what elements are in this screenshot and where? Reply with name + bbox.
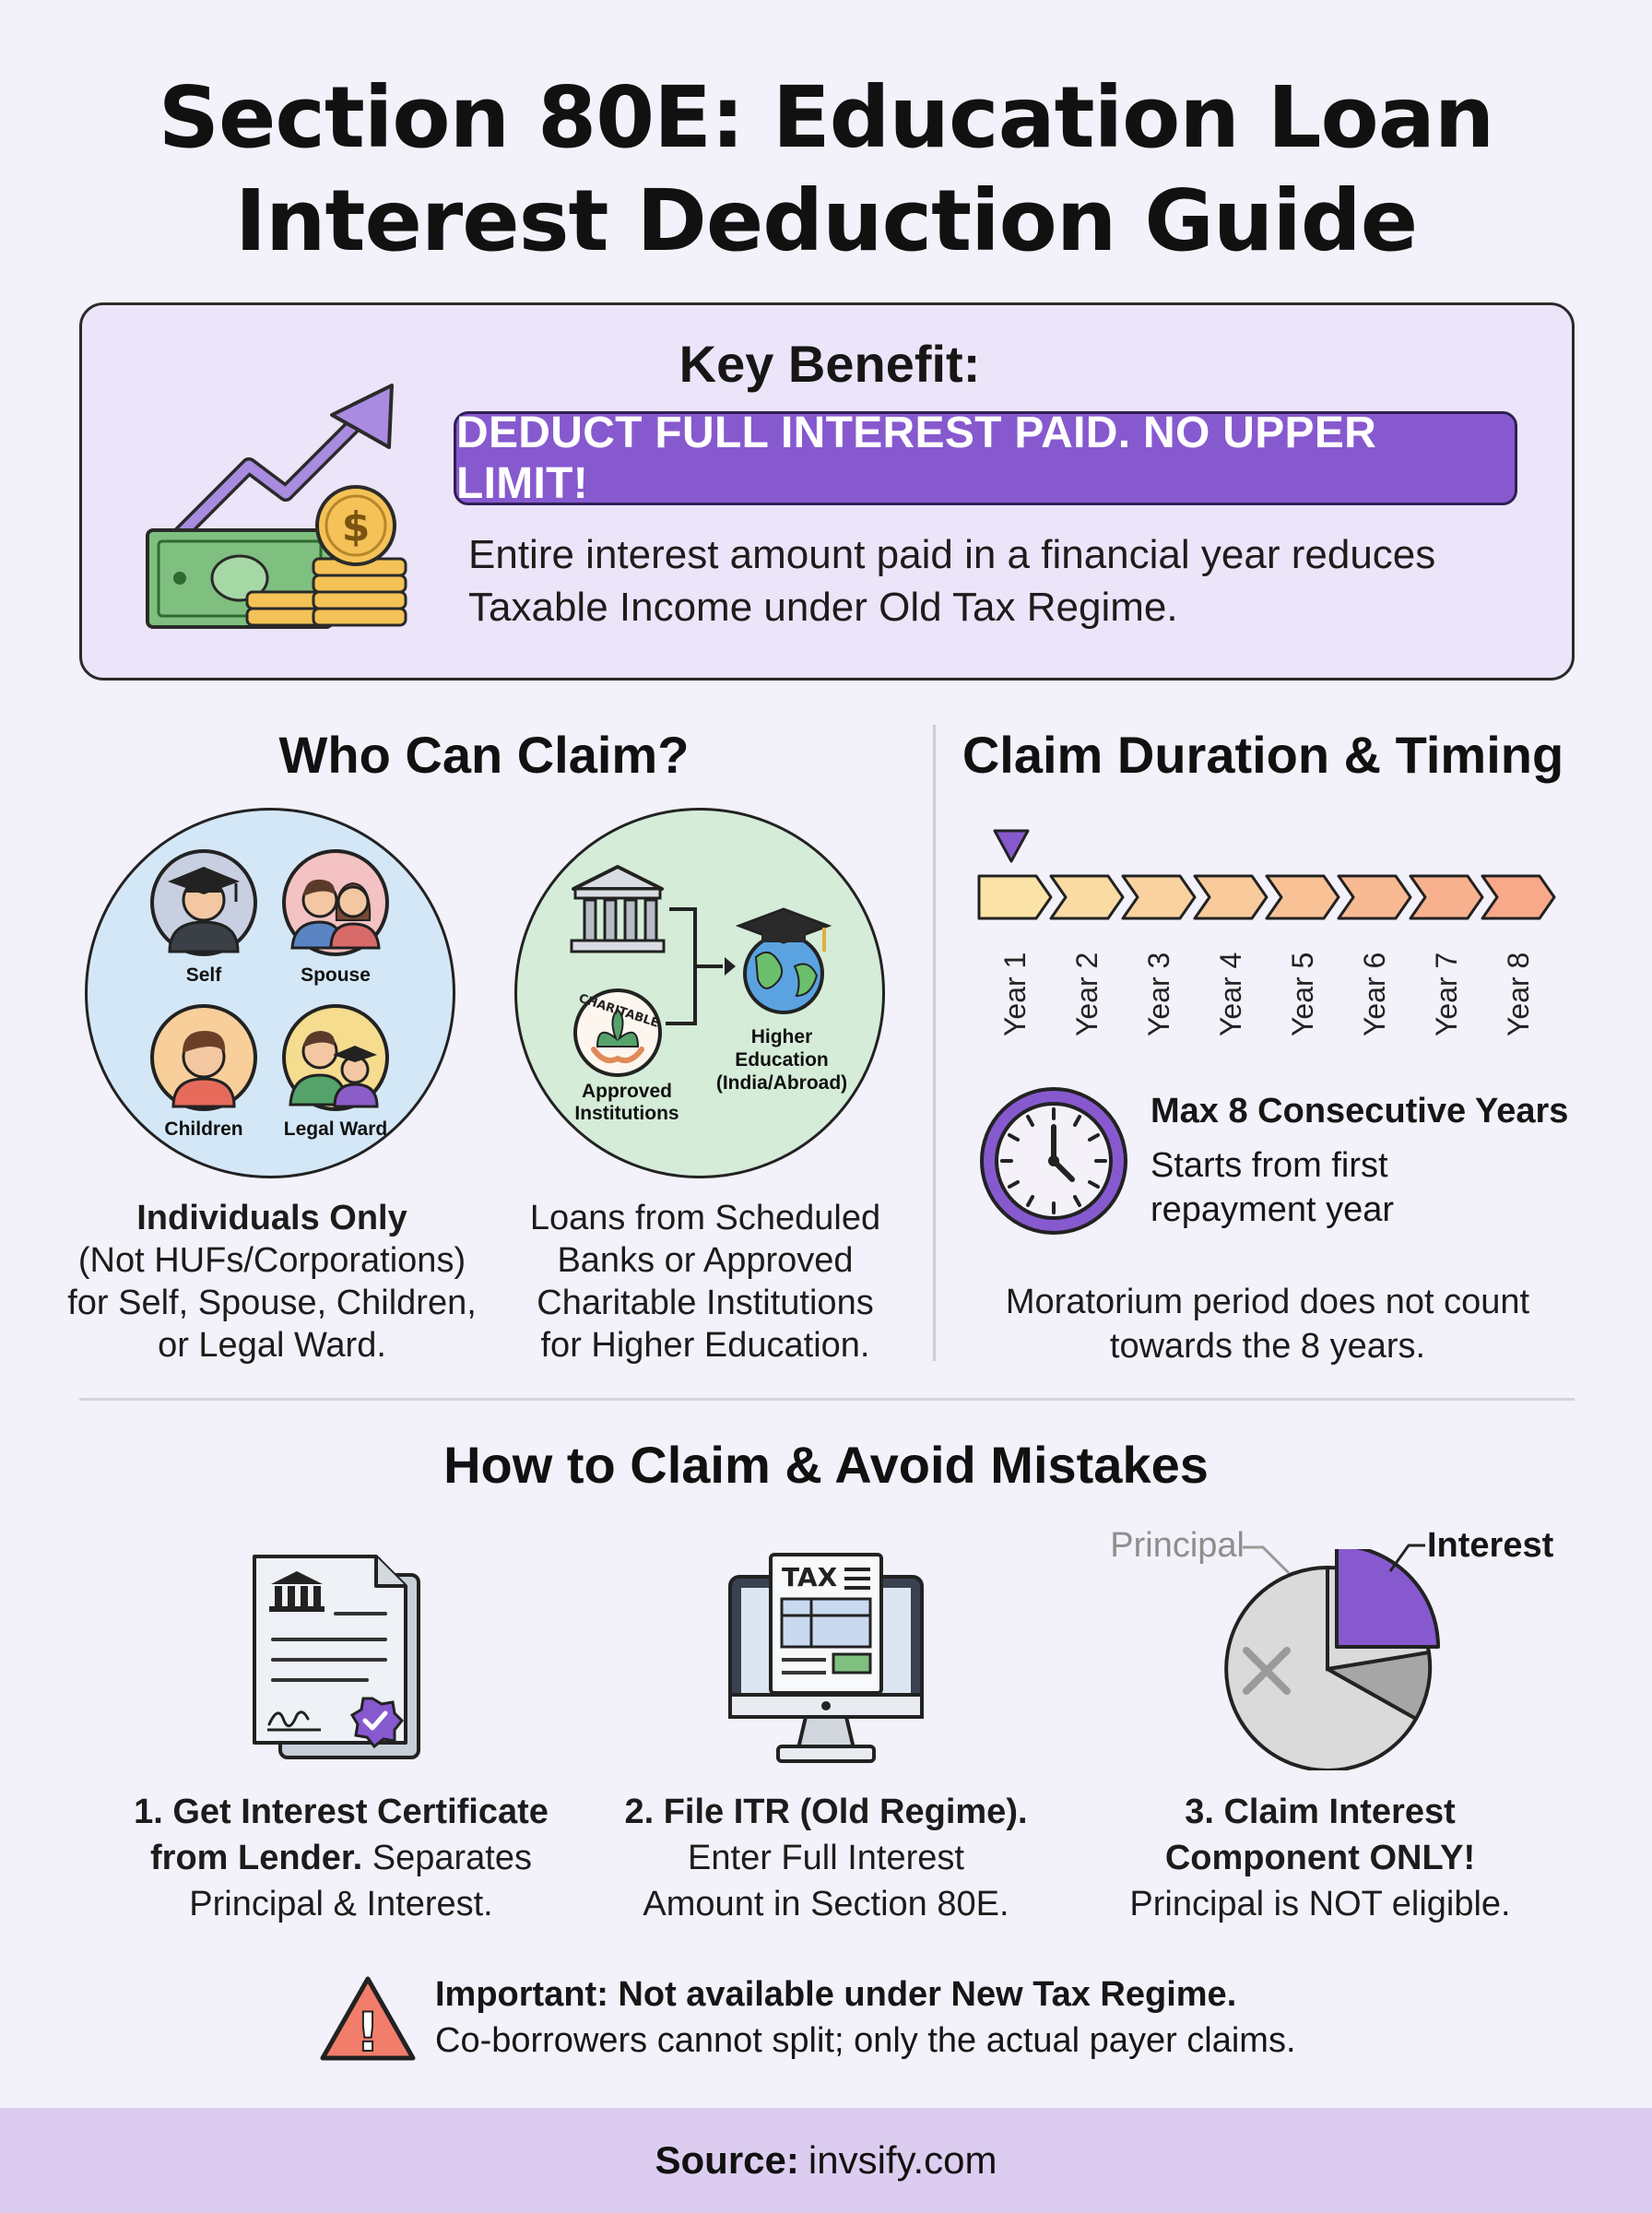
tax-form-label: TAX — [782, 1562, 838, 1592]
warning-symbol: ! — [356, 2001, 380, 2064]
how-to-claim-heading: How to Claim & Avoid Mistakes — [443, 1436, 1209, 1494]
moratorium-line1: Moratorium period does not count — [1005, 1283, 1530, 1321]
timeline-year-label-3: Year 3 — [1142, 952, 1175, 1036]
spouse-avatar-icon — [282, 849, 389, 956]
page-title-line2: Interest Deduction Guide — [234, 172, 1418, 270]
higher-label-line1: Higher — [750, 1026, 813, 1047]
step-1-text: 1. Get Interest Certificate from Lender.… — [92, 1789, 590, 1927]
starts-from-text: Starts from first repayment year — [1150, 1143, 1575, 1232]
step-2-bold-line1: 2. File ITR (Old Regime). — [624, 1793, 1028, 1831]
step-3-bold-line2: Component ONLY! — [1164, 1839, 1476, 1877]
loans-line3: Charitable Institutions — [537, 1284, 874, 1322]
claim-duration-heading: Claim Duration & Timing — [962, 726, 1564, 784]
higher-education-label: Higher Education (India/Abroad) — [708, 1025, 856, 1095]
starts-line1: Starts from first — [1150, 1146, 1388, 1185]
key-benefit-text-line1: Entire interest amount paid in a financi… — [468, 532, 1436, 577]
source-label: Source: — [655, 2138, 799, 2182]
interest-certificate-icon — [253, 1555, 420, 1759]
individuals-line1: Individuals Only — [136, 1199, 407, 1237]
loans-line1: Loans from Scheduled — [529, 1199, 881, 1237]
principal-leader-line — [1243, 1545, 1291, 1575]
individuals-description: Individuals Only (Not HUFs/Corporations)… — [65, 1197, 479, 1367]
loans-line4: for Higher Education. — [540, 1326, 870, 1365]
step-2-line2: Enter Full Interest — [688, 1839, 964, 1877]
higher-label-line3: (India/Abroad) — [715, 1072, 848, 1094]
eligible-institutions-circle — [514, 808, 885, 1178]
person-label-spouse: Spouse — [301, 964, 371, 986]
timeline-year-label-5: Year 5 — [1286, 952, 1319, 1036]
timeline-segment-8 — [1481, 874, 1556, 920]
timeline-segment-7 — [1409, 874, 1484, 920]
timeline-segment-5 — [1265, 874, 1340, 920]
timeline-year-label-4: Year 4 — [1214, 952, 1247, 1036]
clock-icon — [980, 1087, 1127, 1235]
children-avatar-icon — [150, 1004, 257, 1111]
legal-ward-avatar-icon — [282, 1004, 389, 1111]
interest-principal-pie-icon — [1224, 1549, 1440, 1770]
file-itr-monitor-icon: TAX — [728, 1553, 924, 1763]
approved-label-line2: Institutions — [574, 1103, 679, 1124]
higher-label-line2: Education — [735, 1049, 829, 1071]
important-detail: Co-borrowers cannot split; only the actu… — [435, 2021, 1296, 2060]
coin-symbol: $ — [342, 503, 371, 550]
starts-line2: repayment year — [1150, 1190, 1395, 1229]
column-divider — [933, 725, 936, 1361]
moratorium-note: Moratorium period does not count towards… — [959, 1280, 1576, 1368]
key-benefit-text-line2: Taxable Income under Old Tax Regime. — [468, 585, 1178, 630]
moratorium-line2: towards the 8 years. — [1109, 1327, 1426, 1366]
interest-leader-line — [1388, 1544, 1425, 1572]
pie-label-interest: Interest — [1427, 1526, 1554, 1565]
timeline-track — [977, 874, 1556, 920]
individuals-line3: for Self, Spouse, Children, — [67, 1284, 477, 1322]
timeline-segment-1 — [977, 874, 1053, 920]
page-title-line1: Section 80E: Education Loan — [158, 68, 1495, 167]
key-benefit-heading: Key Benefit: — [678, 335, 981, 393]
individuals-line2: (Not HUFs/Corporations) — [77, 1241, 466, 1280]
key-benefit-pill: DEDUCT FULL INTEREST PAID. NO UPPER LIMI… — [454, 408, 1517, 508]
person-label-children: Children — [164, 1118, 243, 1140]
step-2-line3: Amount in Section 80E. — [643, 1885, 1009, 1923]
timeline-year-label-2: Year 2 — [1070, 952, 1103, 1036]
approved-label-line1: Approved — [581, 1081, 672, 1102]
step-2-text: 2. File ITR (Old Regime). Enter Full Int… — [590, 1789, 1062, 1927]
step-3-line3: Principal is NOT eligible. — [1129, 1885, 1511, 1923]
timeline-year-label-6: Year 6 — [1358, 952, 1391, 1036]
who-can-claim-heading: Who Can Claim? — [278, 726, 690, 784]
loans-description: Loans from Scheduled Banks or Approved C… — [498, 1197, 913, 1367]
page-title: Section 80E: Education Loan Interest Ded… — [0, 66, 1652, 273]
pie-label-principal: Principal — [1110, 1526, 1245, 1565]
person-label-self: Self — [185, 964, 222, 986]
current-year-marker-icon — [993, 829, 1030, 863]
step-1-line3: Principal & Interest. — [189, 1885, 493, 1923]
timeline-year-label-1: Year 1 — [998, 952, 1032, 1036]
important-title: Important: Not available under New Tax R… — [435, 1975, 1237, 2014]
max-years-title: Max 8 Consecutive Years — [1150, 1092, 1569, 1130]
section-divider — [79, 1398, 1575, 1401]
source-link[interactable]: invsify.com — [808, 2138, 997, 2182]
timeline-segment-4 — [1193, 874, 1268, 920]
timeline-segment-3 — [1121, 874, 1197, 920]
institutions-diagram-icon: CHARITABLE — [570, 865, 832, 1077]
self-avatar-icon — [150, 849, 257, 956]
step-3-text: 3. Claim Interest Component ONLY! Princi… — [1080, 1789, 1560, 1927]
timeline-year-label-8: Year 8 — [1502, 952, 1535, 1036]
timeline-segment-6 — [1337, 874, 1412, 920]
person-label-legal-ward: Legal Ward — [283, 1118, 388, 1140]
money-growth-icon: $ — [146, 384, 407, 629]
source-footer: Source: invsify.com — [0, 2108, 1652, 2213]
timeline-segment-2 — [1049, 874, 1125, 920]
step-1-bold-line2: from Lender. — [150, 1839, 363, 1877]
step-1-bold-line1: 1. Get Interest Certificate — [134, 1793, 549, 1831]
step-3-bold-line1: 3. Claim Interest — [1185, 1793, 1456, 1831]
warning-icon: ! — [320, 1976, 416, 2065]
individuals-line4: or Legal Ward. — [158, 1326, 386, 1365]
timeline-year-label-7: Year 7 — [1430, 952, 1463, 1036]
eligible-people-circle — [85, 808, 455, 1178]
approved-institutions-label: Approved Institutions — [553, 1081, 701, 1125]
step-1-rest-line2: Separates — [362, 1839, 532, 1877]
loans-line2: Banks or Approved — [557, 1241, 854, 1280]
